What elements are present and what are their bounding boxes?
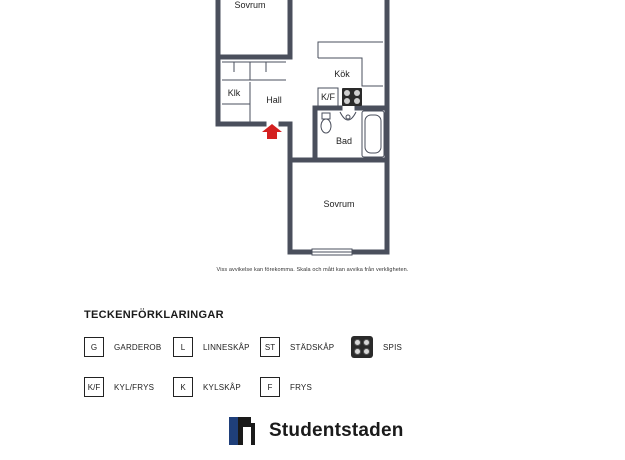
brand-name: Studentstaden	[269, 420, 404, 441]
room-label-fridge-freezer: K/F	[321, 92, 336, 102]
windows	[311, 248, 353, 256]
stove-icon	[351, 336, 373, 358]
legend-label: LINNESKÅP	[203, 342, 250, 352]
legend-label: STÄDSKÅP	[290, 342, 335, 352]
logo-mark-icon	[229, 417, 255, 445]
room-label-closet: Klk	[228, 88, 241, 98]
legend-label: KYL/FRYS	[114, 382, 155, 392]
legend-item-kylskap: K KYLSKÅP	[173, 377, 241, 397]
disclaimer-text: Viss avvikelse kan förekomma. Skala och …	[216, 267, 409, 273]
legend-code-box: K/F	[84, 377, 104, 397]
legend-code-box: G	[84, 337, 104, 357]
legend-label: GARDEROB	[114, 342, 162, 352]
kitchen-counter	[317, 41, 383, 107]
legend-code-box: L	[173, 337, 193, 357]
legend-item-kyl-frys: K/F KYL/FRYS	[84, 377, 154, 397]
room-label-bathroom: Bad	[336, 136, 352, 146]
legend-code-box: F	[260, 377, 280, 397]
entrance-arrow-icon	[262, 124, 282, 139]
legend-label: FRYS	[290, 382, 312, 392]
closet-lines	[222, 61, 286, 124]
legend-item-spis: SPIS	[351, 336, 402, 358]
legend-code-box: K	[173, 377, 193, 397]
room-label-bedroom-top: Sovrum	[234, 0, 265, 10]
legend-item-garderob: G GARDEROB	[84, 337, 161, 357]
legend-code-box: ST	[260, 337, 280, 357]
floor-plan: Sovrum Kök K/F Klk Hall Bad Sovrum	[215, 0, 390, 256]
studentstaden-logo: Studentstaden	[229, 417, 404, 445]
legend-item-linneskap: L LINNESKÅP	[173, 337, 250, 357]
room-label-bedroom-bottom: Sovrum	[323, 199, 354, 209]
room-label-hall: Hall	[266, 95, 282, 105]
legend-label: SPIS	[383, 342, 403, 352]
legend-item-stadskap: ST STÄDSKÅP	[260, 337, 334, 357]
room-label-kitchen: Kök	[334, 69, 350, 79]
legend-title: TECKENFÖRKLARINGAR	[84, 309, 224, 321]
legend-item-frys: F FRYS	[260, 377, 312, 397]
bathroom-fixtures	[320, 110, 385, 158]
plan-stove-icon	[342, 88, 362, 106]
legend-label: KYLSKÅP	[203, 382, 241, 392]
walls	[215, 0, 390, 255]
